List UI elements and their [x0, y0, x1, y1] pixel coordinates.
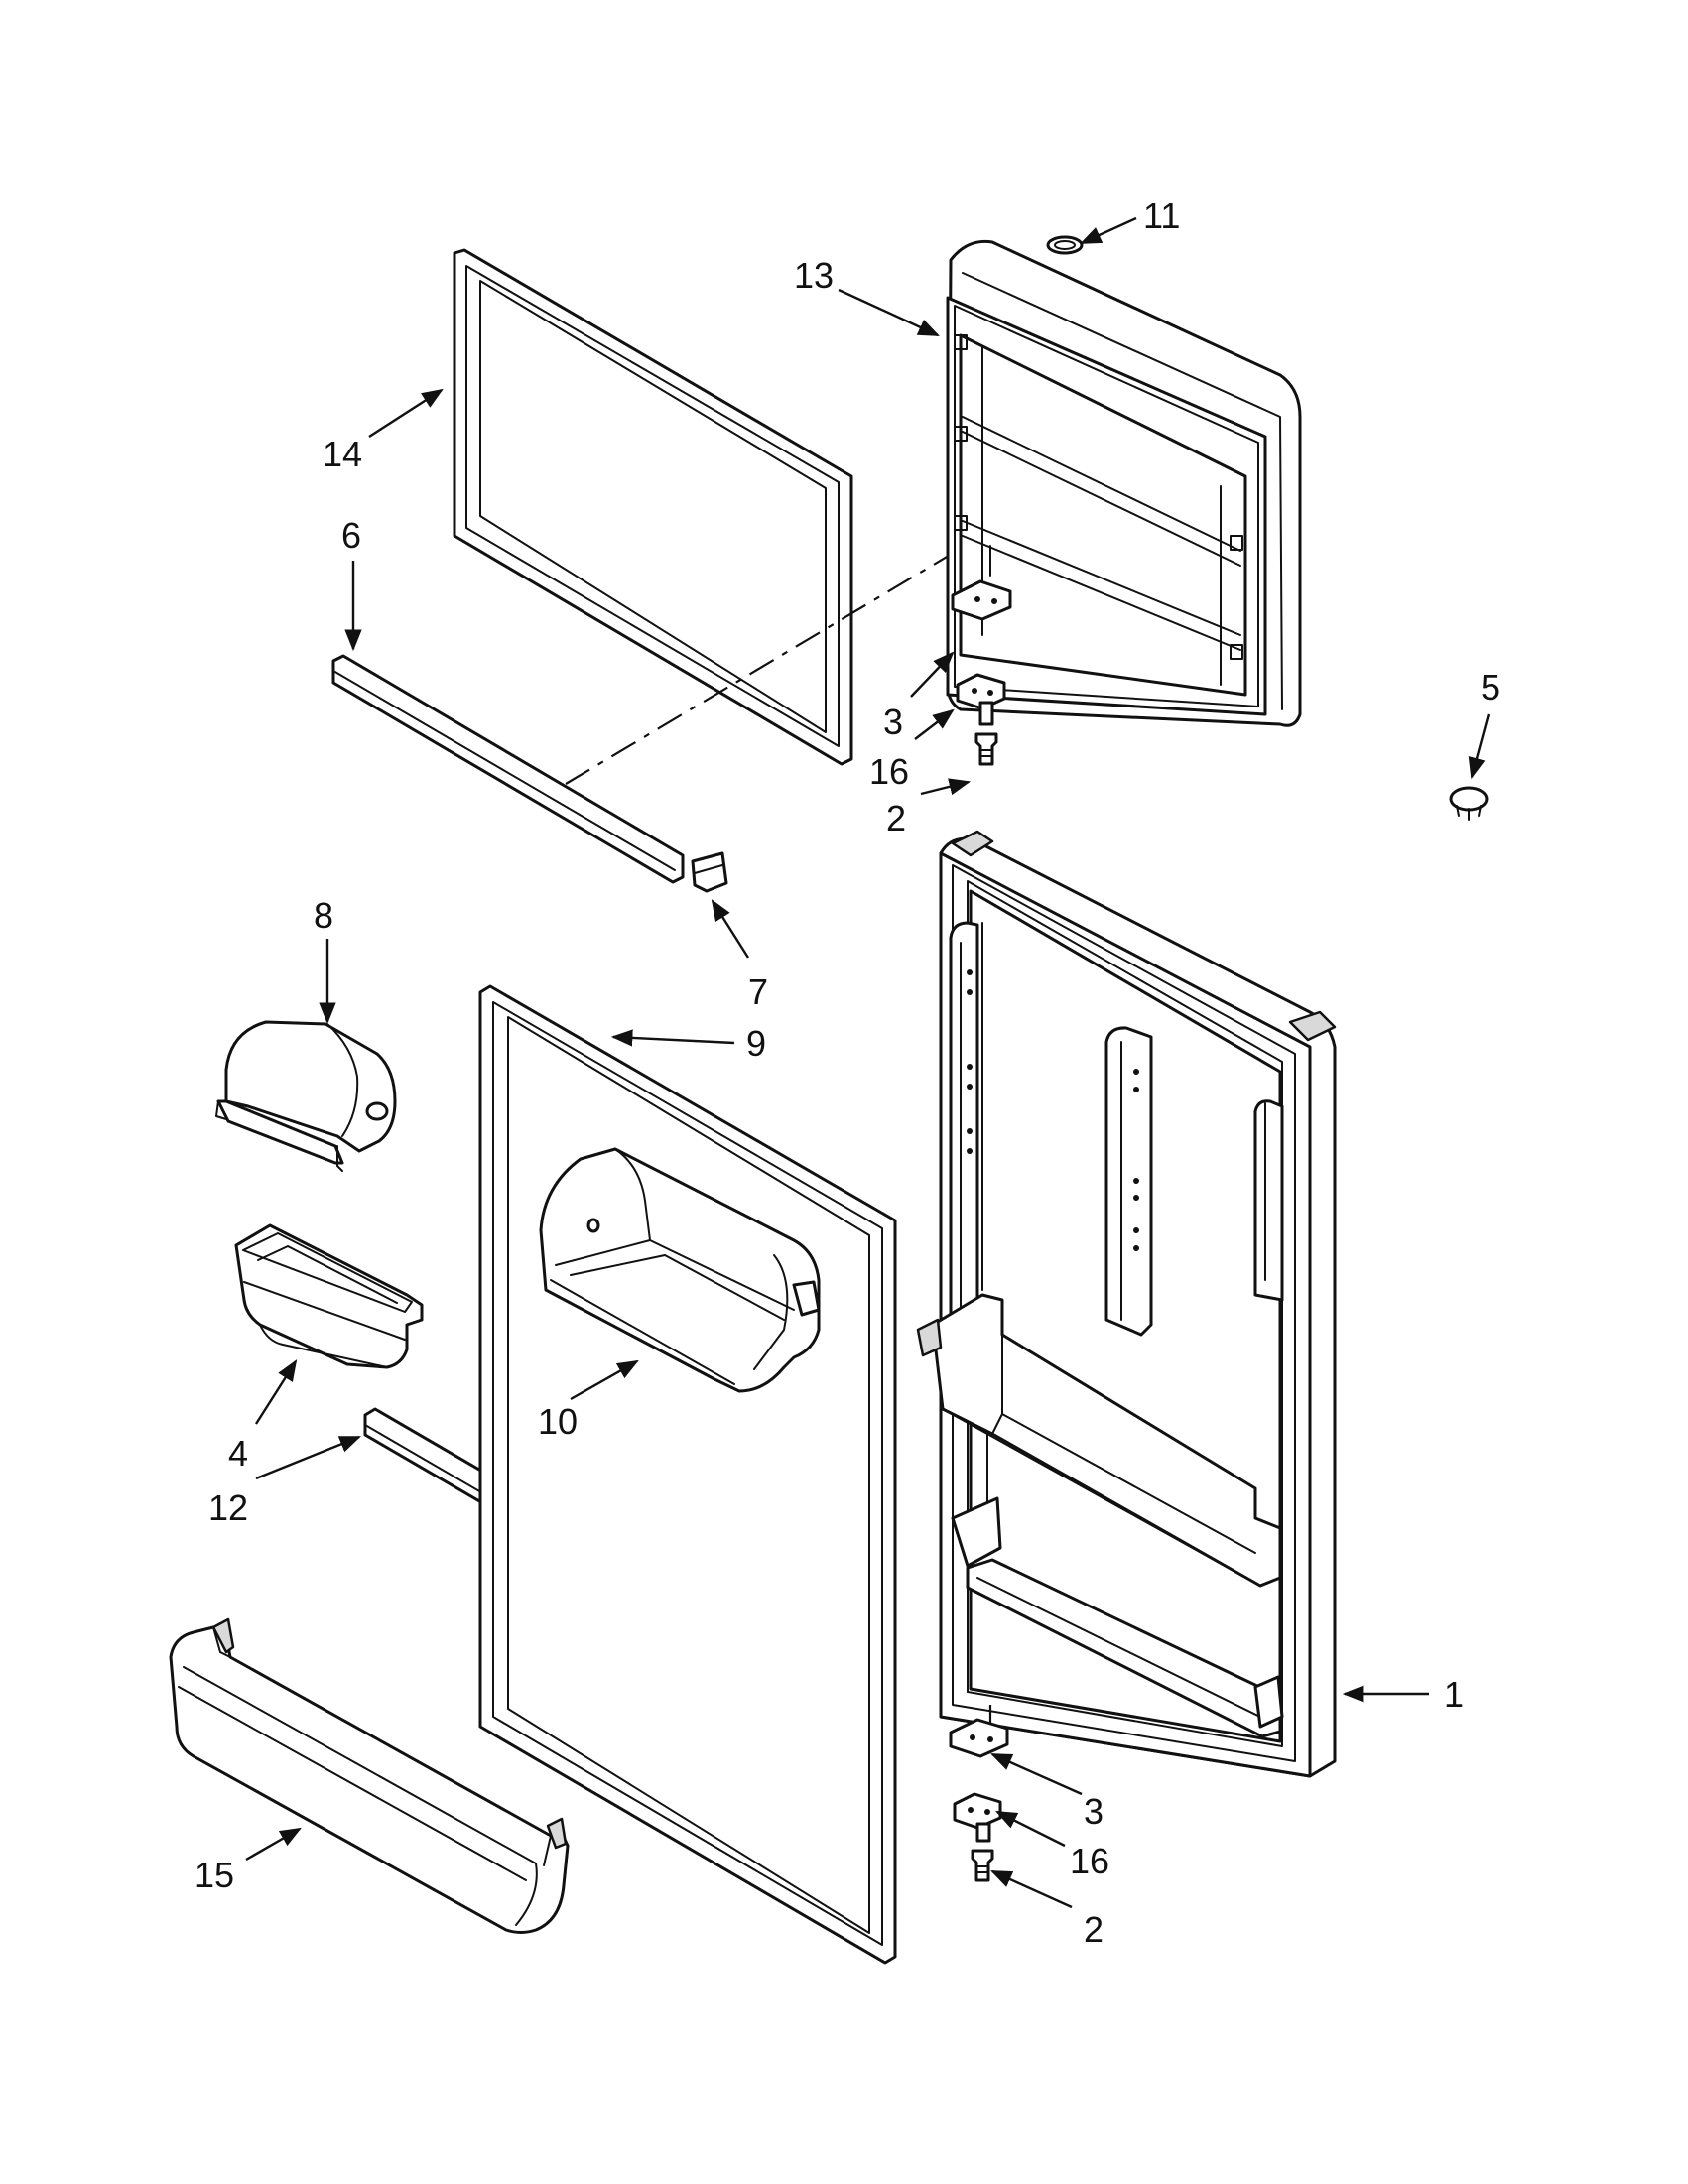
leader-arrows	[245, 216, 1491, 1909]
dairy-compartment-door	[215, 1020, 397, 1172]
small-door-bin	[234, 1223, 424, 1369]
callout-10: 10	[538, 1401, 578, 1442]
callout-13: 13	[794, 255, 834, 296]
fresh-food-door-gasket	[478, 984, 897, 1965]
callout-11: 11	[1143, 195, 1180, 236]
callout-6: 6	[341, 515, 361, 556]
freezer-trim-strip	[331, 654, 685, 884]
callout-1: 1	[1444, 1674, 1464, 1715]
callout-15: 15	[195, 1855, 234, 1895]
callout-2-upper: 2	[886, 798, 906, 838]
lower-hinge-hardware	[949, 1711, 1009, 1882]
callout-8: 8	[314, 895, 333, 936]
callout-3-lower: 3	[1084, 1791, 1104, 1832]
callout-7: 7	[748, 971, 768, 1012]
upper-hinge-hardware	[951, 545, 1012, 766]
callout-16-lower: 16	[1070, 1841, 1109, 1881]
callout-14: 14	[323, 434, 362, 474]
freezer-door	[946, 239, 1302, 727]
freezer-door-gasket	[453, 248, 853, 766]
large-door-bin	[169, 1617, 570, 1934]
callout-labels: 11 13 14 6 5 3 16 2 7 8 9 10 4 12 15 1 3…	[195, 195, 1500, 1950]
callout-9: 9	[746, 1023, 766, 1064]
fresh-food-door	[916, 830, 1337, 1778]
callout-2-lower: 2	[1084, 1909, 1104, 1950]
door-plug	[1046, 235, 1084, 255]
trim-end-cap	[691, 851, 728, 893]
dairy-compartment	[539, 1147, 821, 1393]
callout-12: 12	[208, 1487, 248, 1528]
callout-4: 4	[228, 1433, 248, 1474]
hinge-hole-plug	[1449, 786, 1489, 821]
callout-16-upper: 16	[869, 751, 909, 792]
callout-5: 5	[1481, 667, 1500, 707]
callout-3-upper: 3	[883, 702, 903, 742]
